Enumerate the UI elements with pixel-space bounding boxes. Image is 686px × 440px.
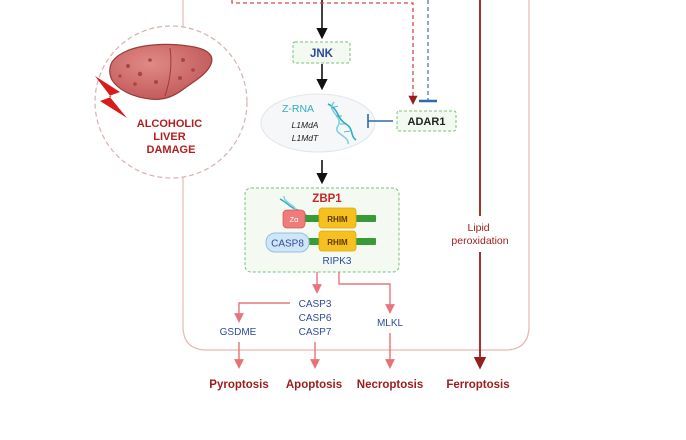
- zbp1-complex: ZBP1 Zα RHIM RHIM CASP8 RIPK3: [244, 187, 400, 273]
- jnk-label: JNK: [310, 48, 334, 60]
- ripk3-label: RIPK3: [323, 256, 352, 267]
- l1mdt-label: L1MdT: [292, 133, 319, 143]
- lightning-icon: [95, 76, 127, 118]
- alcoholic-liver-damage-label: ALCOHOLIC LIVER DAMAGE: [137, 118, 205, 156]
- pyroptosis-label: Pyroptosis: [209, 379, 268, 391]
- adar1-label: ADAR1: [408, 116, 446, 128]
- casp7-label: CASP7: [299, 327, 332, 338]
- z-alpha-domain: [282, 209, 306, 229]
- lipid-label-bg: [448, 218, 514, 250]
- casp8-node: [265, 232, 310, 253]
- arrow-zbp1-to-mlkl: [338, 272, 395, 314]
- adar1-node: ADAR1: [396, 110, 457, 132]
- necroptosis-label: Necroptosis: [357, 379, 423, 391]
- alcoholic-liver-damage-panel: ALCOHOLIC LIVER DAMAGE: [94, 25, 248, 179]
- casp3-label: CASP3: [299, 299, 332, 310]
- jnk-node: JNK: [292, 41, 351, 64]
- l1mda-label: L1MdA: [292, 120, 319, 130]
- rhim-top-label: RHIM: [327, 215, 348, 224]
- z-rna-node: Z-RNA L1MdA L1MdT: [260, 93, 376, 153]
- apoptosis-label: Apoptosis: [286, 379, 342, 391]
- z-alpha-label: Zα: [290, 215, 300, 224]
- zbp1-label: ZBP1: [312, 193, 342, 205]
- ferroptosis-label: Ferroptosis: [446, 379, 509, 391]
- arrow-casp-to-gsdme: [234, 302, 290, 323]
- casp6-label: CASP6: [299, 313, 332, 324]
- rhim-domain-top: [318, 207, 357, 229]
- casp8-label: CASP8: [271, 239, 304, 250]
- z-rna-helix-icon: [327, 101, 357, 145]
- cell-panel: [182, 0, 530, 351]
- lipid-peroxidation-label: Lipid peroxidation: [451, 222, 508, 247]
- rhim-bottom-label: RHIM: [327, 238, 348, 247]
- liver-icon: [109, 43, 213, 100]
- gsdme-label: GSDME: [220, 327, 257, 338]
- mlkl-label: MLKL: [377, 318, 404, 329]
- dashed-arrow-to-adar1: [231, 0, 418, 105]
- rhim-domain-bottom: [318, 230, 357, 252]
- z-rna-label: Z-RNA: [282, 103, 314, 115]
